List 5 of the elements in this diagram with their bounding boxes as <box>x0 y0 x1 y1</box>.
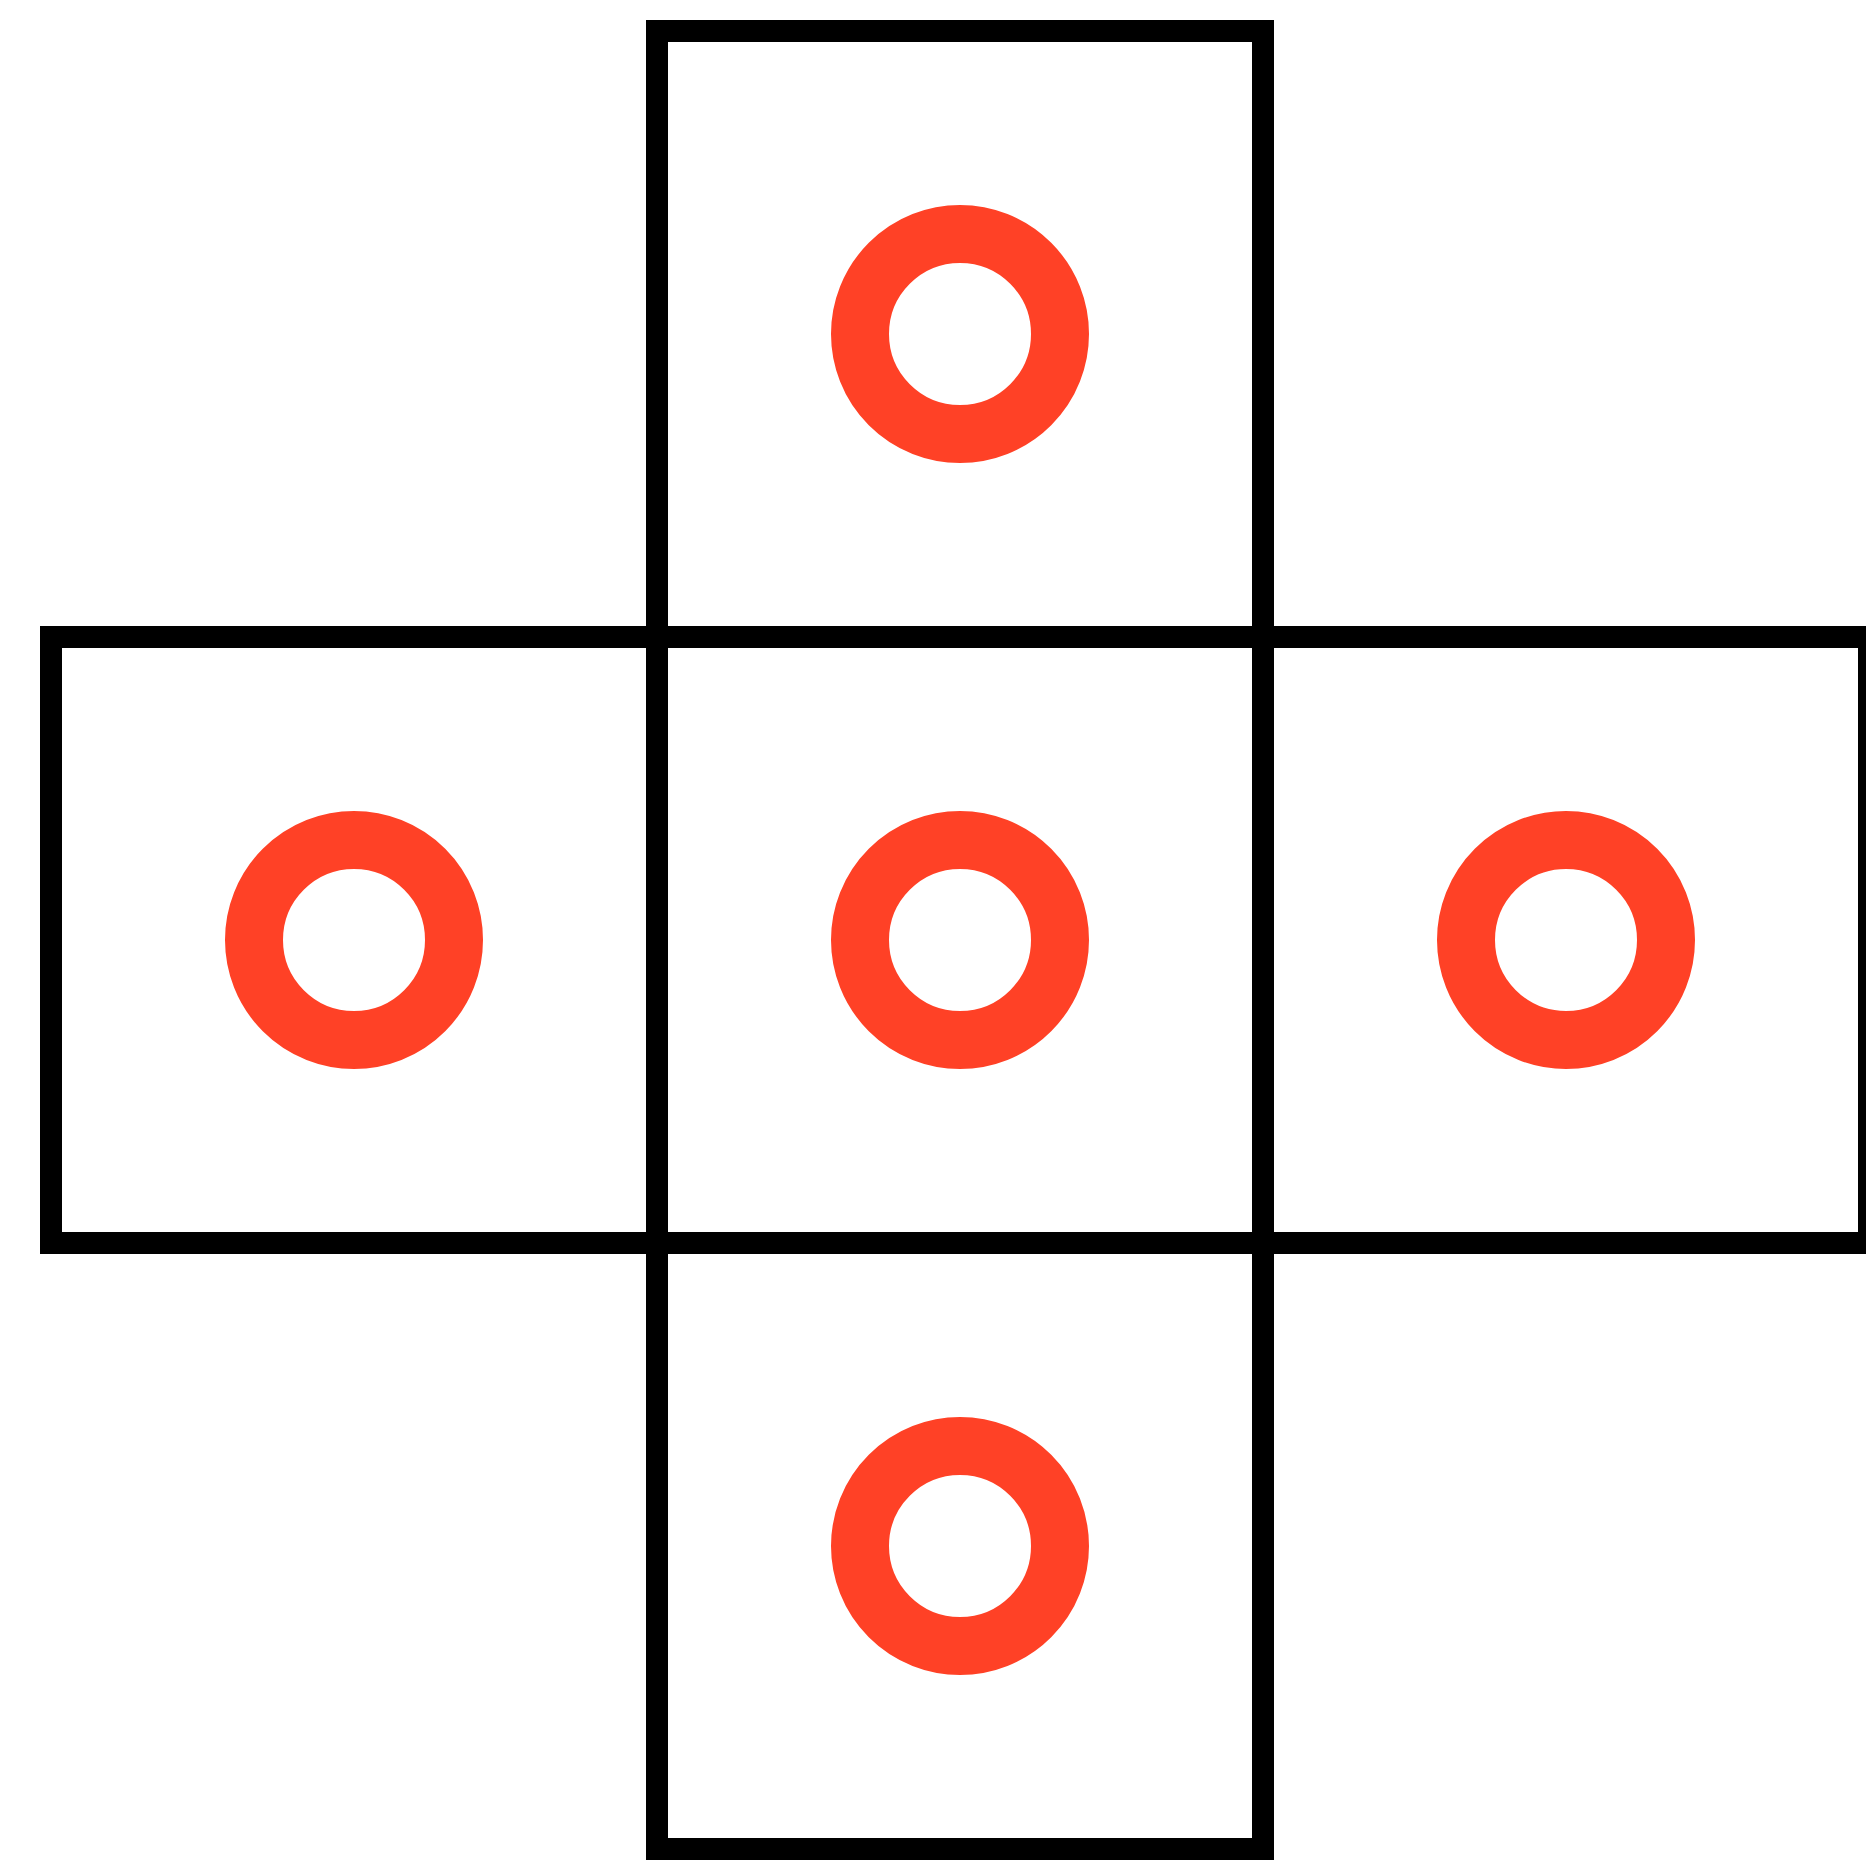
ring <box>830 810 1090 1070</box>
ring <box>1436 810 1696 1070</box>
ring <box>224 810 484 1070</box>
ring <box>830 1416 1090 1676</box>
ring <box>830 204 1090 464</box>
